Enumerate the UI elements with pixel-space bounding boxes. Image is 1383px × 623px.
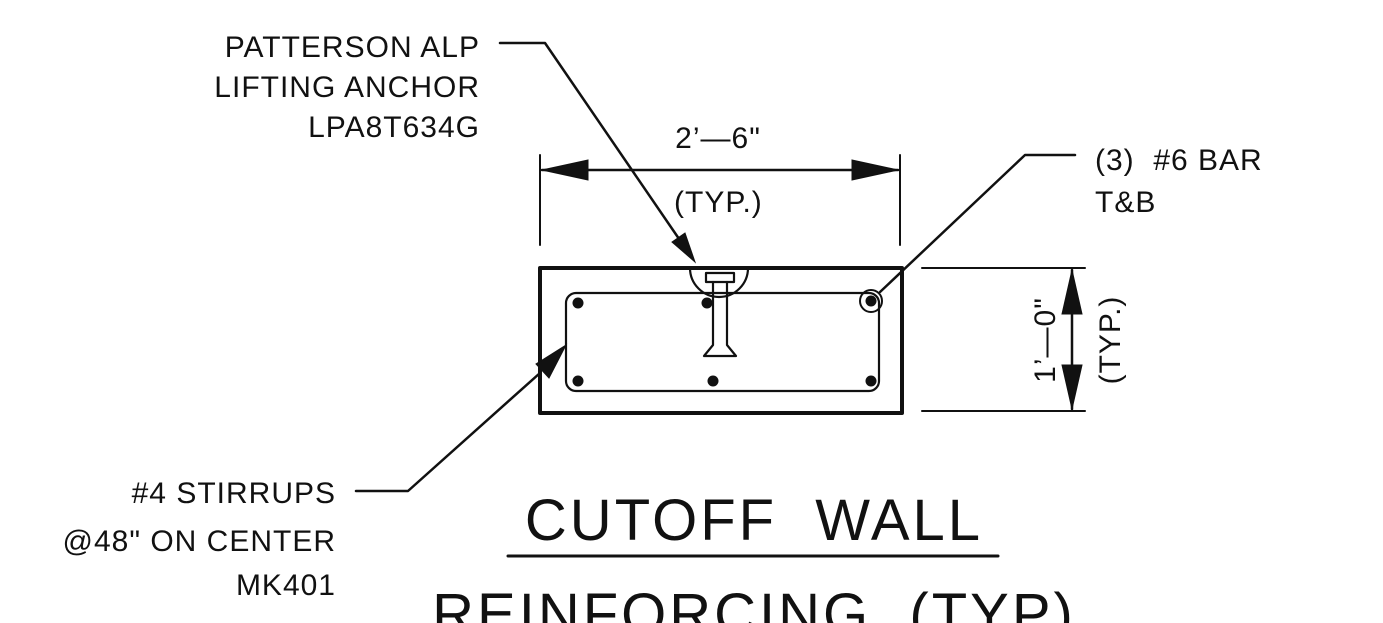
- rebar-bottom-left: [572, 375, 584, 387]
- anchor-callout: PATTERSON ALP LIFTING ANCHOR LPA8T634G (…: [214, 31, 763, 264]
- bar-note-line1: (3) #6 BAR: [1095, 144, 1263, 177]
- stirrups-note-line1: #4 STIRRUPS: [132, 477, 336, 510]
- anchor-recess-arc: [688, 266, 750, 299]
- height-arrow-top: [1061, 269, 1083, 315]
- rebar-top-right: [865, 295, 877, 307]
- width-arrow-right: [851, 159, 899, 181]
- anchor-typ-label: (TYP.): [674, 186, 763, 219]
- width-dimension-label: 2’—6": [675, 122, 761, 155]
- stirrups-leader-line: [354, 371, 542, 493]
- width-arrow-left: [541, 159, 589, 181]
- width-dimension: 2’—6": [539, 122, 901, 246]
- bar-note-line2: T&B: [1095, 186, 1156, 219]
- drawing-title: CUTOFF WALL REINFORCING (TYP): [432, 488, 1076, 623]
- wall-section: [538, 266, 904, 415]
- rebar-group: [572, 289, 883, 387]
- height-arrow-bottom: [1061, 364, 1083, 410]
- height-dimension: 1’—0" (TYP.): [921, 267, 1127, 412]
- height-typ-label: (TYP.): [1094, 296, 1127, 385]
- stirrups-leader-arrow: [535, 343, 568, 379]
- stirrup-outline: [564, 291, 881, 393]
- rebar-bottom-middle: [707, 375, 719, 387]
- title-line1: CUTOFF WALL: [525, 488, 983, 553]
- stirrups-note-line3: MK401: [236, 569, 336, 602]
- rebar-top-right-callout-ring: [859, 289, 883, 313]
- anchor-note-line3: LPA8T634G: [308, 111, 480, 144]
- anchor-leader-line: [498, 41, 690, 254]
- height-dimension-label: 1’—0": [1029, 297, 1062, 383]
- rebar-top-middle: [701, 297, 713, 309]
- bar-callout: (3) #6 BAR T&B: [878, 144, 1263, 294]
- bar-leader-line: [878, 153, 1077, 294]
- rebar-top-left: [572, 297, 584, 309]
- anchor-head: [704, 271, 736, 284]
- stirrups-note-line2: @48" ON CENTER: [63, 525, 336, 558]
- rebar-bottom-right: [865, 375, 877, 387]
- title-line2: REINFORCING (TYP): [432, 582, 1076, 623]
- anchor-shank: [702, 280, 738, 358]
- anchor-note-line2: LIFTING ANCHOR: [214, 71, 480, 104]
- concrete-outline: [538, 266, 904, 415]
- anchor-leader-arrow: [671, 232, 697, 264]
- anchor-note-line1: PATTERSON ALP: [225, 31, 480, 64]
- stirrups-callout: #4 STIRRUPS @48" ON CENTER MK401: [63, 343, 568, 602]
